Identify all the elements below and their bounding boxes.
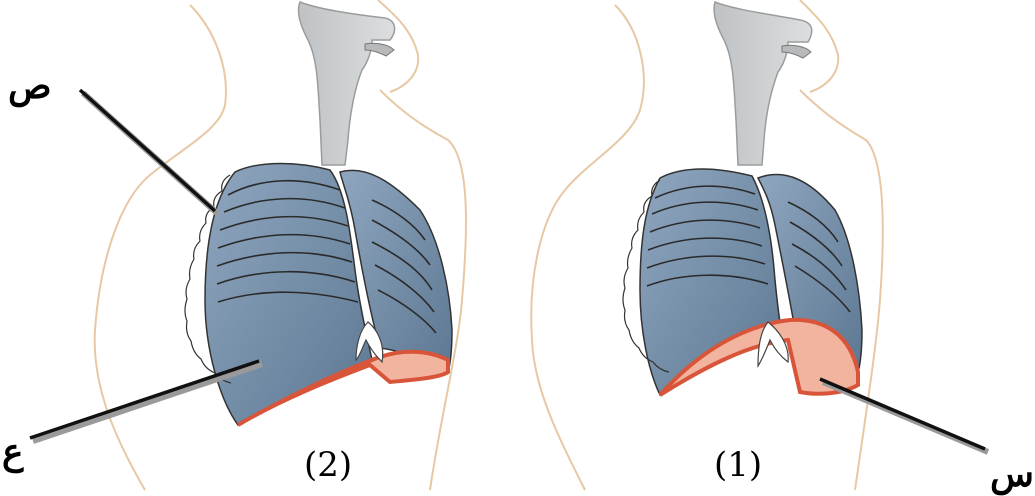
head-outline <box>800 0 838 92</box>
label-ain: ع <box>2 431 24 474</box>
pointer-seen-core <box>820 379 985 449</box>
figure-2-exhale-diagram <box>95 0 466 490</box>
airway <box>714 2 812 165</box>
lung-right-side <box>205 164 372 426</box>
figure-1-number: (1) <box>714 445 762 485</box>
figure-2-number: (2) <box>304 445 352 485</box>
pointer-sad-core <box>80 90 215 211</box>
figure-1-inhale-diagram <box>531 0 883 490</box>
label-seen: س <box>990 453 1034 496</box>
label-sad: ص <box>8 65 52 108</box>
airway <box>298 2 394 165</box>
